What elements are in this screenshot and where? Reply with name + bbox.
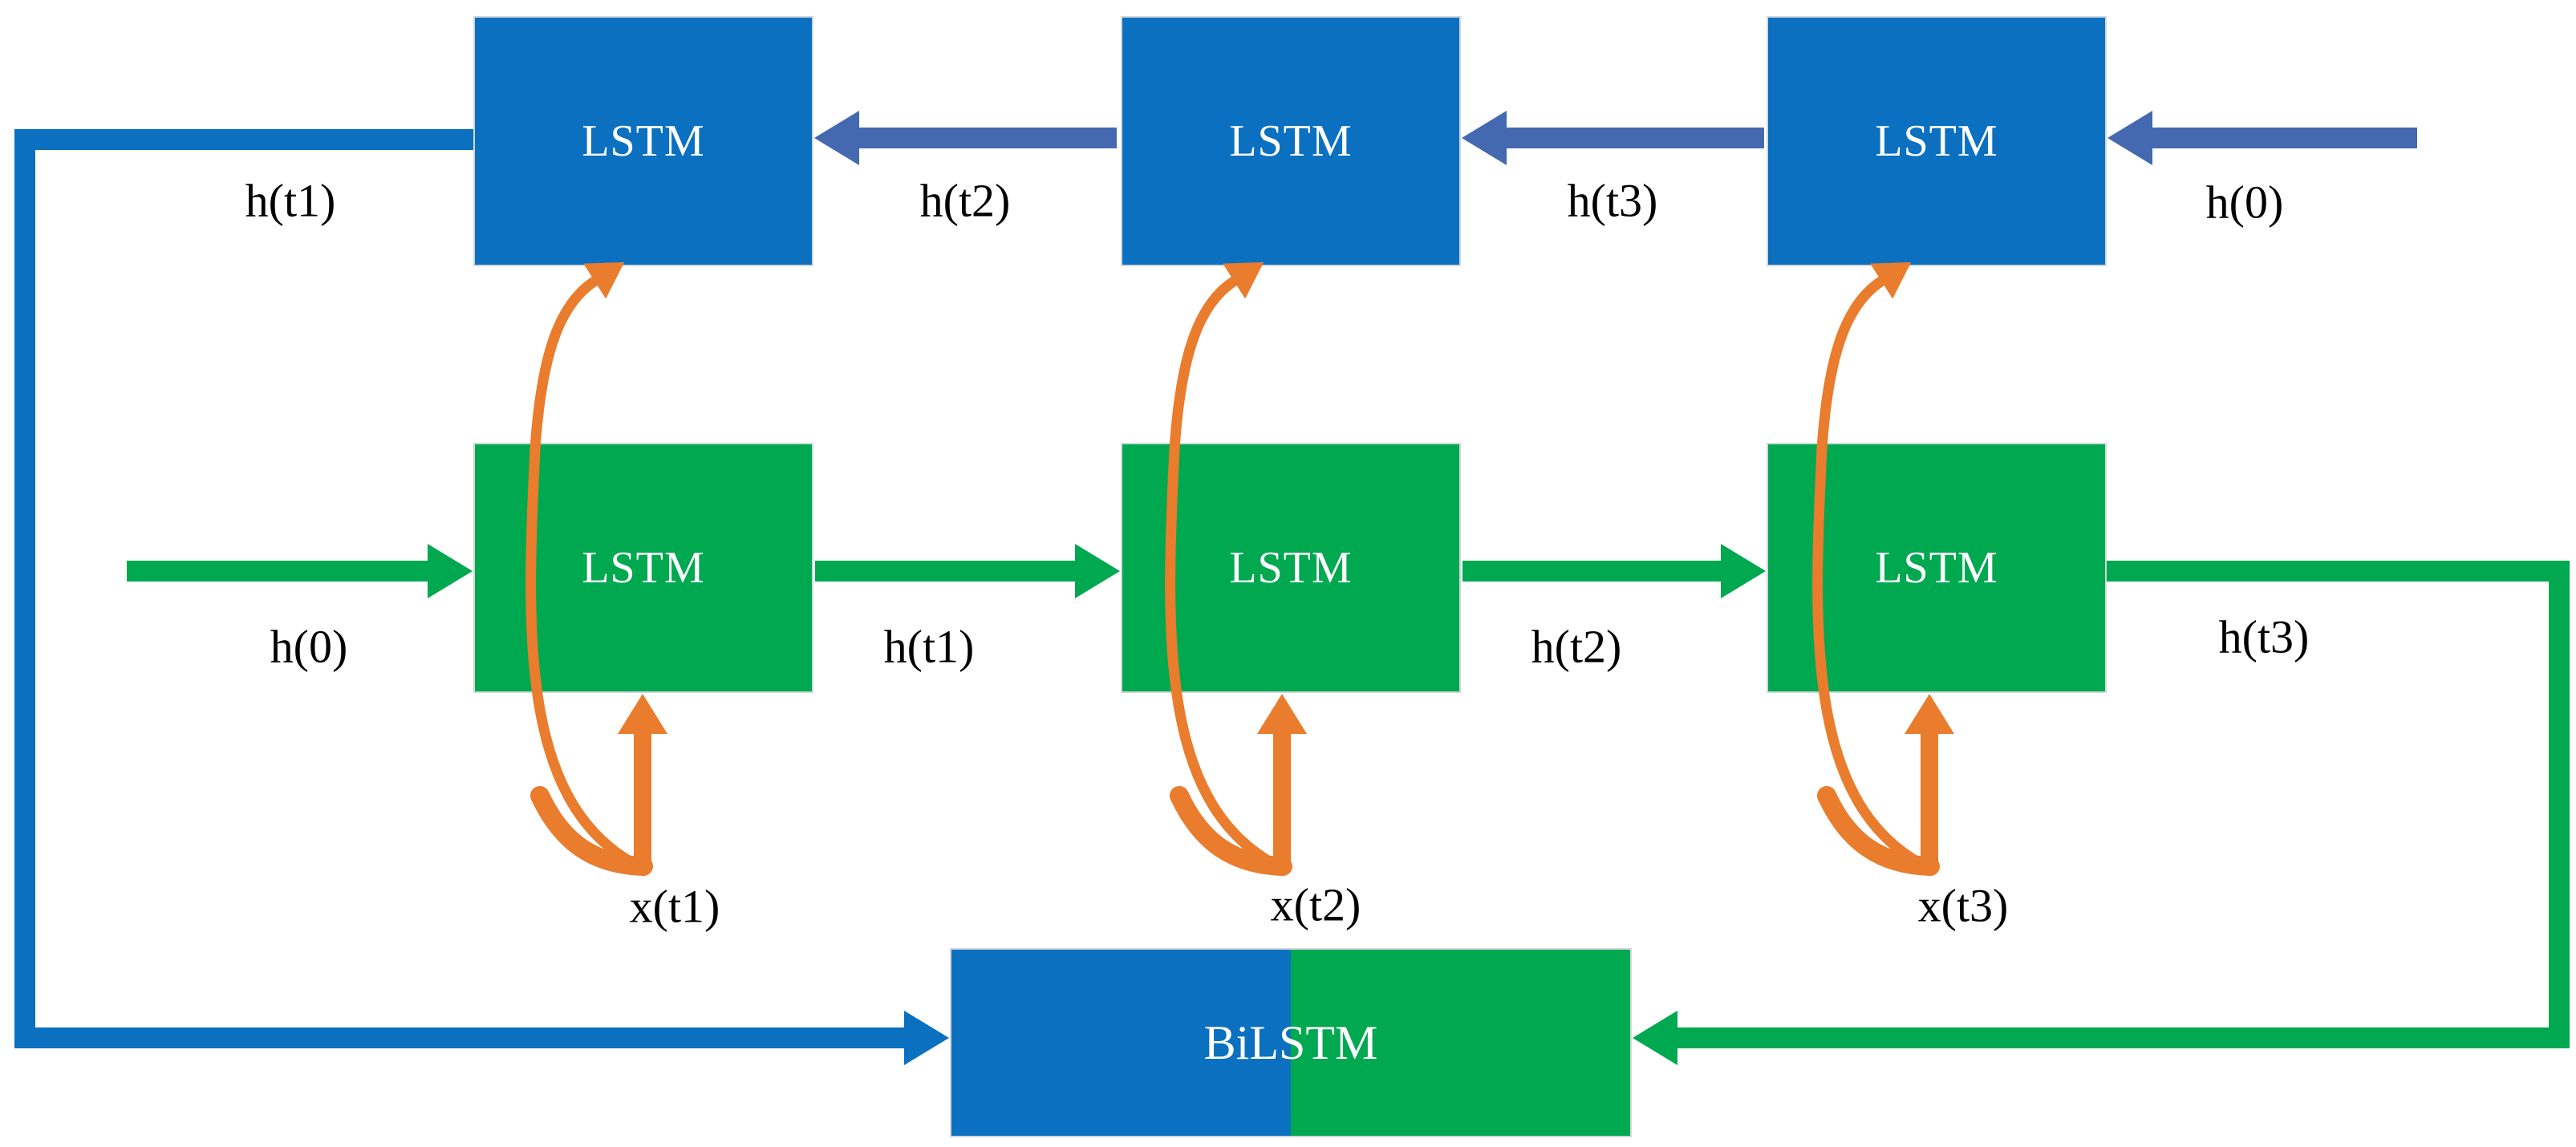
backward-lstm-cell-1-label: LSTM [582,116,705,166]
forward-hidden-label-2: h(t1) [883,620,975,673]
backward-hidden-label-1: h(t1) [245,174,336,227]
input-label-1: x(t1) [629,880,720,933]
backward-hidden-label-4: h(0) [2205,176,2284,229]
backward-lstm-cell-2-label: LSTM [1229,116,1353,166]
bilstm-output-label: BiLSTM [1203,1015,1378,1069]
bilstm-output-cell: BiLSTM [950,948,1632,1137]
forward-lstm-cell-2: LSTM [1121,443,1461,693]
backward-hidden-label-3: h(t3) [1567,174,1658,227]
backward-lstm-cell-2: LSTM [1121,16,1461,266]
input-label-2: x(t2) [1270,878,1361,931]
forward-hidden-label-4: h(t3) [2218,610,2310,663]
forward-lstm-cell-1: LSTM [473,443,813,693]
forward-lstm-cell-1-label: LSTM [582,543,705,593]
forward-lstm-cell-3-label: LSTM [1875,543,1998,593]
backward-lstm-cell-1: LSTM [473,16,813,266]
input-label-3: x(t3) [1917,879,2009,932]
bilstm-green-half [1291,950,1630,1136]
forward-hidden-label-3: h(t2) [1531,620,1622,673]
bilstm-blue-half [951,950,1291,1136]
forward-hidden-label-1: h(0) [270,620,348,673]
input-curve-tail-1 [530,786,653,876]
backward-lstm-cell-3-label: LSTM [1875,116,1998,166]
backward-hidden-label-2: h(t2) [919,174,1011,227]
forward-lstm-cell-3: LSTM [1767,443,2107,693]
forward-lstm-cell-2-label: LSTM [1229,543,1353,593]
input-curve-tail-3 [1817,786,1940,876]
input-curve-tail-2 [1170,786,1292,876]
backward-lstm-cell-3: LSTM [1767,16,2107,266]
